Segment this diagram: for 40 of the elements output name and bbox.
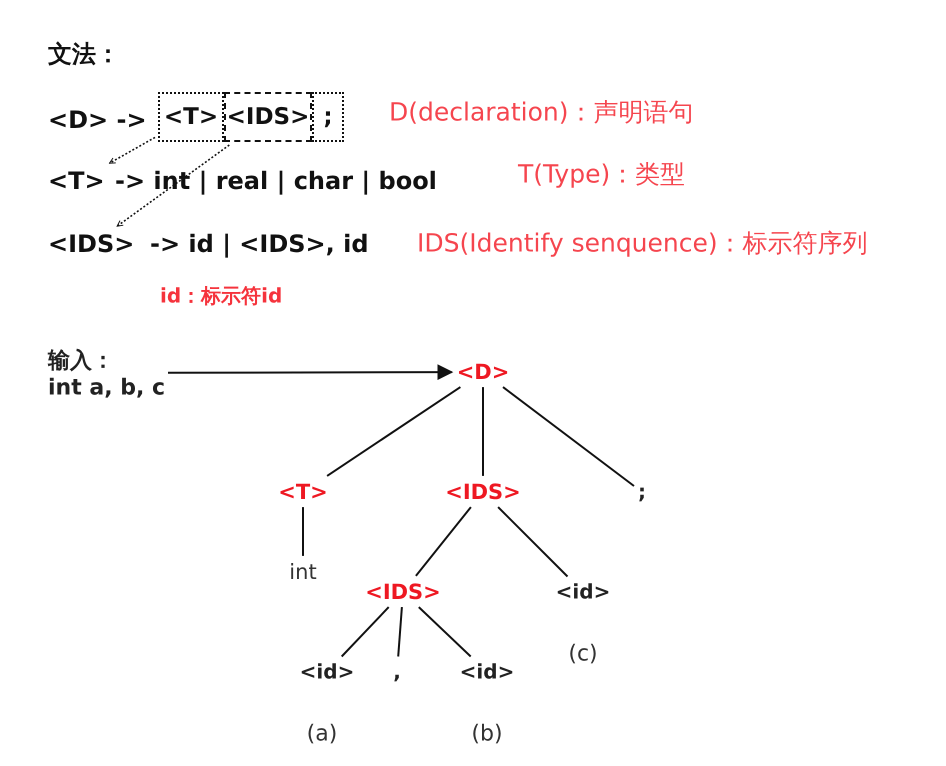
branch-line [397, 607, 403, 657]
nonterminal-label: <D> [456, 360, 510, 384]
definition-note: IDS(Identify senquence)：标示符序列 [417, 230, 868, 258]
branch-line [415, 506, 472, 577]
input-text: int a, b, c [48, 376, 166, 400]
terminal-label: <id> [556, 580, 610, 604]
terminal-label: <id> [300, 660, 354, 684]
nonterminal-label: <IDS> [365, 580, 441, 604]
dotted-arrow [109, 136, 156, 164]
branch-line [418, 606, 472, 658]
production-rule-text: -> id | <IDS>, id [150, 231, 369, 259]
dotted-arrow [116, 144, 230, 227]
input-heading: 输入： [48, 348, 115, 376]
nonterminal-symbol: <T> [48, 168, 105, 196]
token-annotation: (b) [471, 721, 503, 747]
terminal-label: <id> [460, 660, 514, 684]
production-rule-text: <D> -> [48, 107, 147, 135]
branch-line [302, 507, 304, 556]
branch-line [482, 387, 484, 476]
definition-note: T(Type)：类型 [518, 160, 686, 190]
token-annotation: (c) [568, 641, 598, 667]
branch-line [497, 506, 568, 578]
terminal-label: , [393, 660, 401, 684]
nonterminal-label: <T> [278, 480, 328, 504]
definition-note: D(declaration)：声明语句 [389, 98, 694, 128]
production-rule-text: -> int | real | char | bool [115, 168, 437, 196]
branch-line [340, 606, 390, 658]
symbol-frame: <T> [158, 92, 224, 142]
symbol-frame: ; [312, 92, 344, 142]
definition-note: id：标示符id [160, 284, 282, 308]
arrow [168, 364, 454, 380]
token-annotation: (a) [306, 721, 338, 747]
section-heading: 文法： [48, 41, 120, 69]
nonterminal-symbol: <IDS> [48, 231, 134, 259]
symbol-frame: <IDS> [224, 92, 312, 142]
terminal-label: int [289, 560, 317, 584]
branch-line [502, 386, 635, 487]
terminal-label: ; [638, 480, 646, 504]
branch-line [326, 386, 461, 477]
nonterminal-label: <IDS> [445, 480, 521, 504]
